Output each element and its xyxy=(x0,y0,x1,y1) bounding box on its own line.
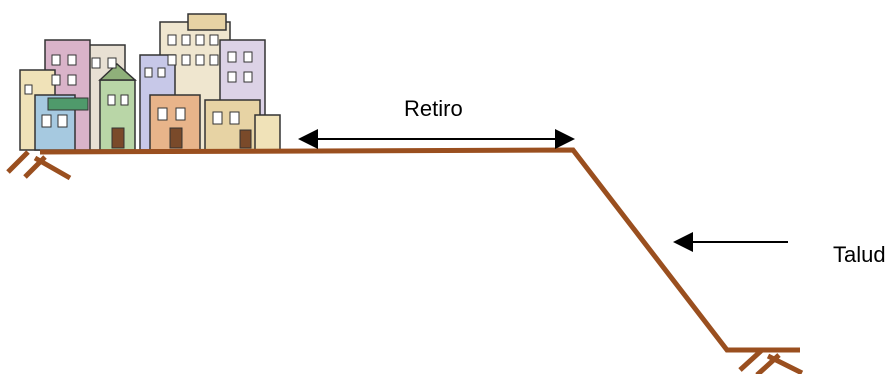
talud-label: Talud xyxy=(833,242,886,267)
town-illustration xyxy=(19,13,281,151)
ground-profile-line xyxy=(39,147,800,353)
ground-hatch-symbol-right xyxy=(738,348,804,374)
retiro-label: Retiro xyxy=(404,96,463,121)
ground-hatch-symbol-left xyxy=(6,150,72,181)
